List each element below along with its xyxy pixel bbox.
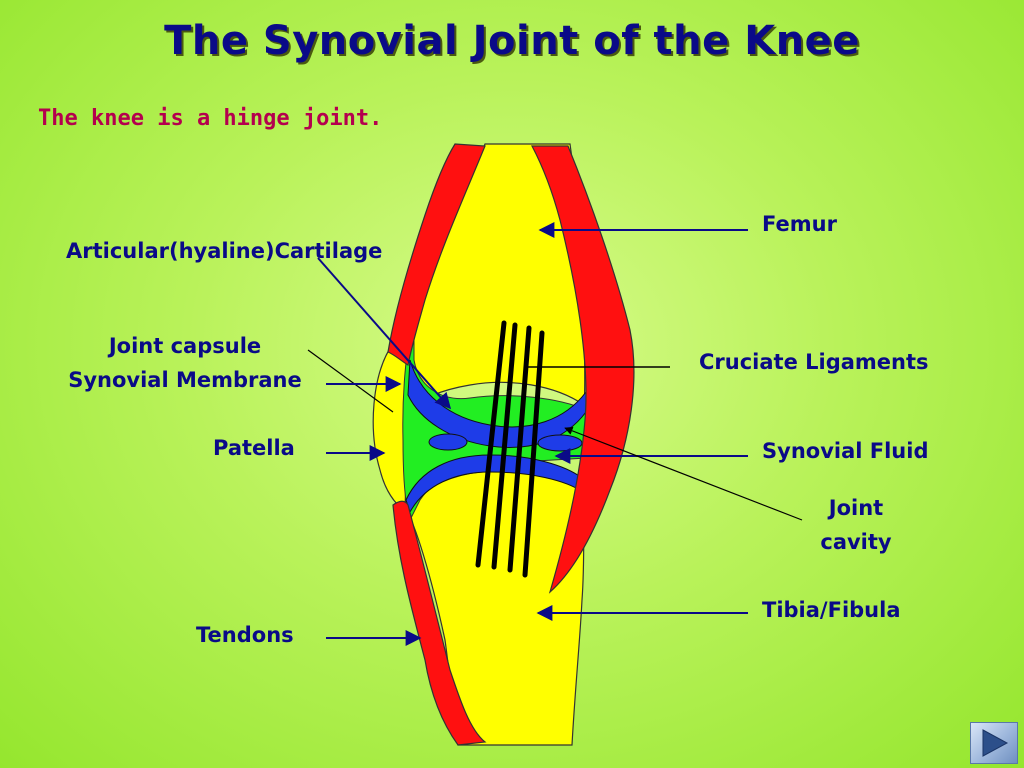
- next-slide-button[interactable]: [970, 722, 1018, 764]
- cruciate-ligaments: [475, 320, 545, 578]
- label-joint-cavity: Joint cavity: [800, 492, 912, 559]
- label-joint-cavity-line2: cavity: [820, 529, 892, 554]
- label-joint-cavity-line1: Joint: [828, 496, 884, 520]
- tendon-front-lower: [392, 500, 487, 746]
- slide-title: The Synovial Joint of the Knee: [164, 18, 860, 64]
- label-joint-capsule: Joint capsule Synovial Membrane: [40, 330, 330, 397]
- label-synovial-membrane: Synovial Membrane: [68, 367, 302, 392]
- pointer-cartilage: [317, 257, 452, 410]
- slide-subtitle: The knee is a hinge joint.: [38, 106, 383, 131]
- label-synovial-fluid: Synovial Fluid: [762, 439, 929, 463]
- pointer-joint-cavity: [564, 426, 803, 521]
- label-articular-cartilage: Articular(hyaline)Cartilage: [66, 239, 383, 263]
- tendon-front-upper: [387, 143, 486, 366]
- label-tibia-fibula: Tibia/Fibula: [762, 598, 901, 622]
- label-patella: Patella: [213, 436, 295, 460]
- label-joint-capsule-line: Joint capsule: [108, 334, 262, 358]
- label-femur: Femur: [762, 212, 837, 236]
- tendon-back-upper: [531, 145, 635, 594]
- label-cruciate-ligaments: Cruciate Ligaments: [699, 350, 929, 374]
- pointer-capsule-diag: [307, 349, 394, 413]
- play-arrow-icon: [982, 729, 1009, 757]
- synovial-fluid-left: [428, 433, 468, 451]
- synovial-fluid-right: [537, 434, 583, 452]
- label-tendons: Tendons: [196, 623, 294, 647]
